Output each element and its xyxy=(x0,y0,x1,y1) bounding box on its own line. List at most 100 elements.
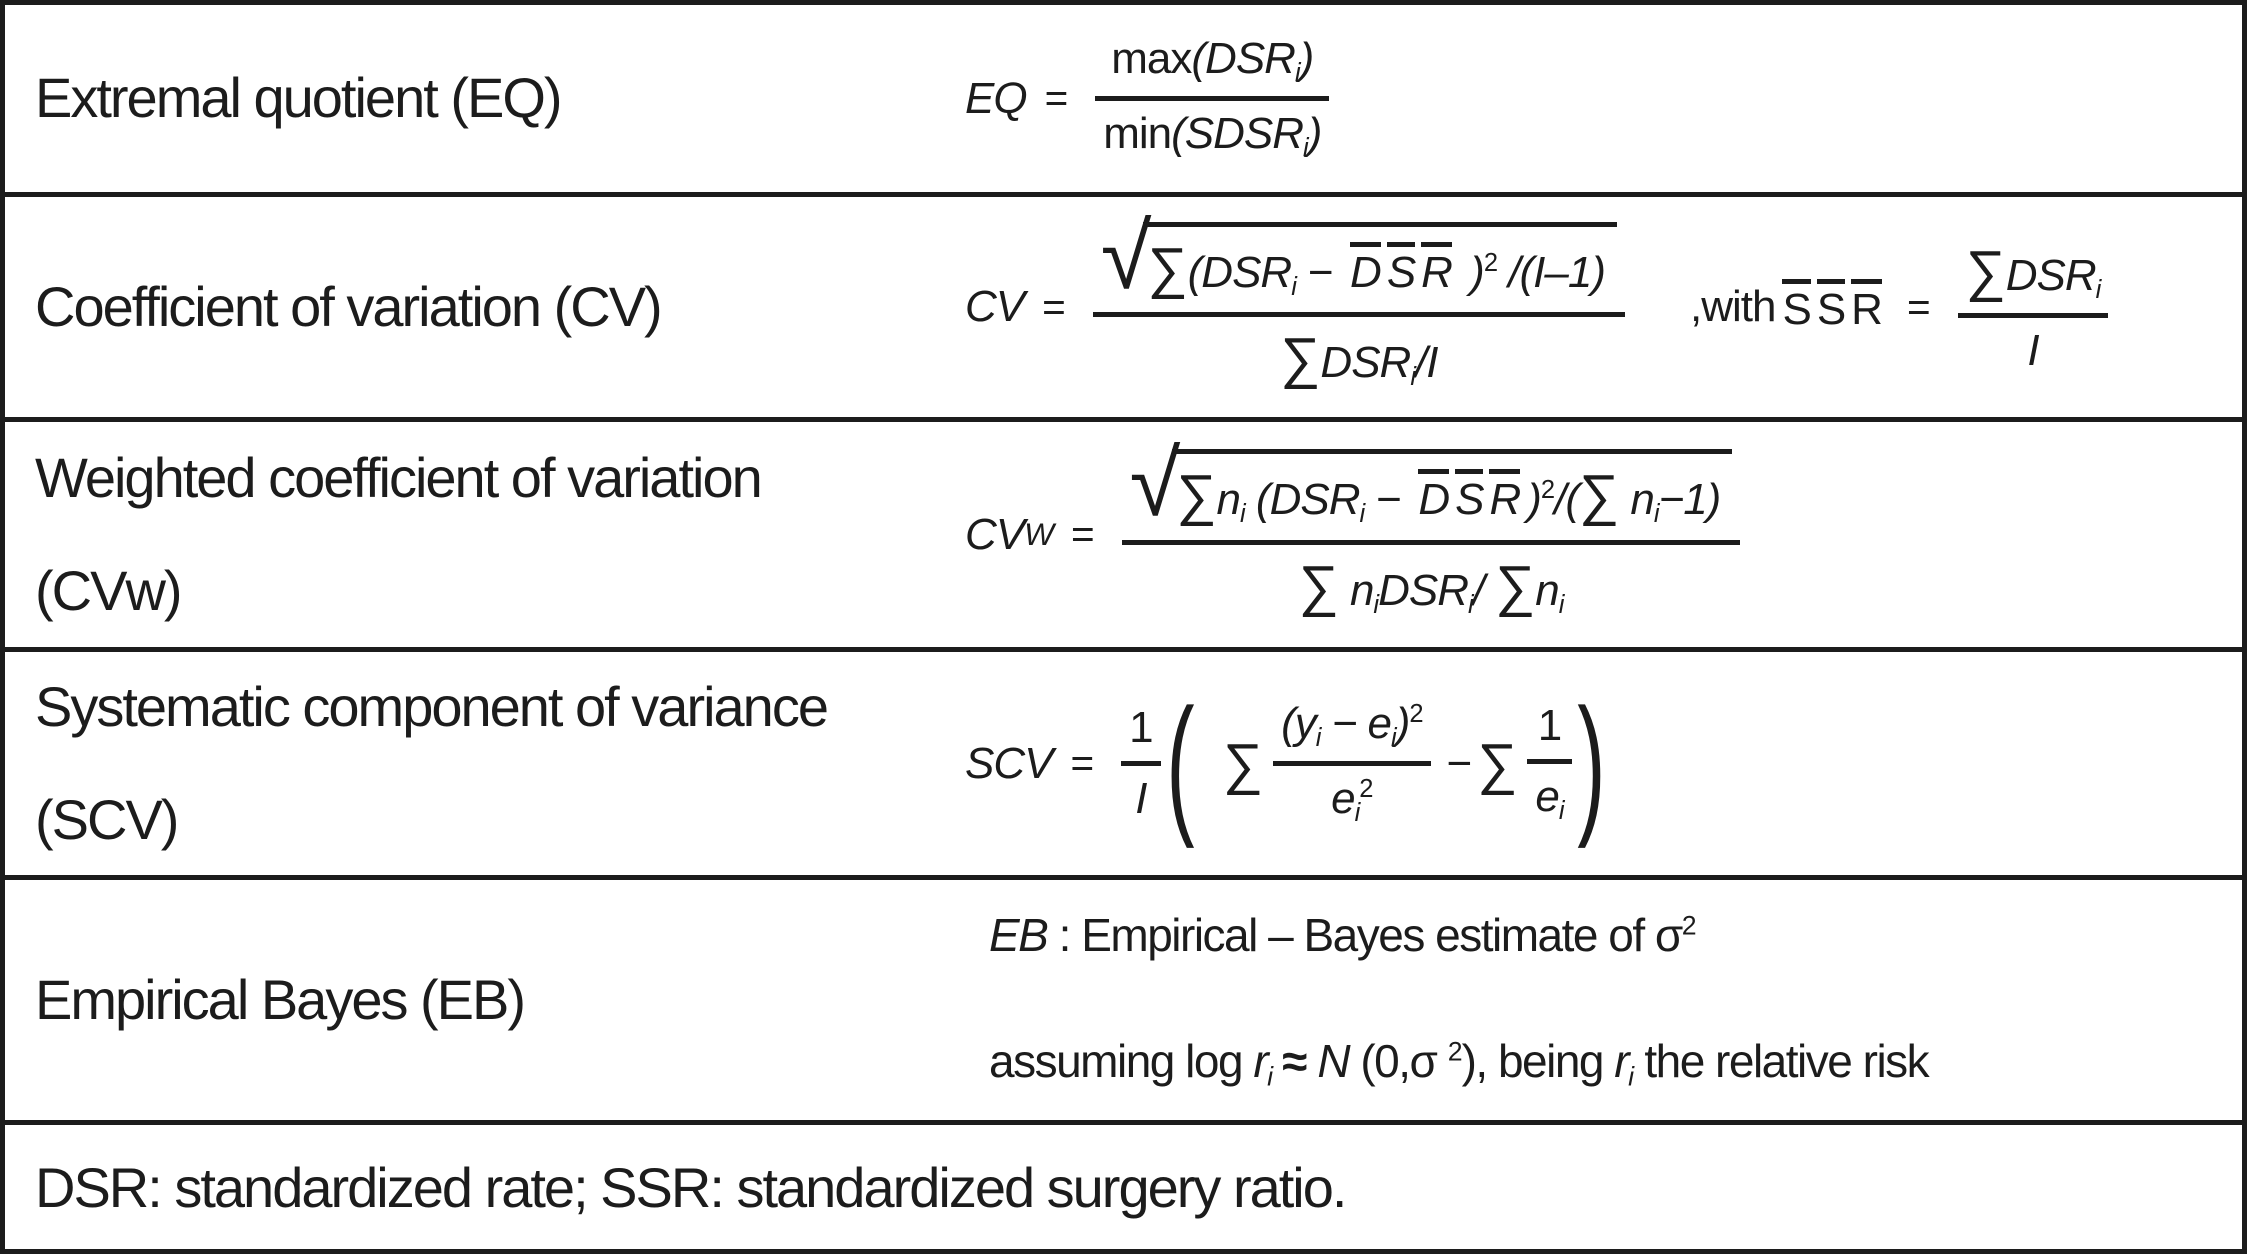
label-text: Empirical Bayes (EB) xyxy=(35,967,526,1031)
formula-token: −1) xyxy=(1658,475,1722,525)
table-row-eb: Empirical Bayes (EB) EB : Empirical – Ba… xyxy=(5,880,2242,1125)
formula-token: N xyxy=(1317,1034,1350,1087)
subscript: i xyxy=(1240,500,1246,529)
sigma-sum: ∑ xyxy=(1222,732,1264,795)
sigma-sum: ∑ xyxy=(1477,732,1518,795)
formula-token: (0,σ xyxy=(1349,1034,1448,1087)
formula-token: (DSR xyxy=(1191,33,1296,83)
formula-lhs: CV xyxy=(965,509,1025,559)
with-text: ,with xyxy=(1689,282,1776,331)
row-label-scv: Systematic component of variance (SCV) xyxy=(5,652,965,875)
minus-sign: − xyxy=(1295,247,1344,297)
overbar-letter: R xyxy=(1489,469,1521,523)
sigma-sum: ∑ xyxy=(1965,238,2006,302)
subscript: i xyxy=(1359,500,1365,529)
subscript: i xyxy=(1315,724,1322,752)
table-row-cv: Coefficient of variation (CV) CV = √ ∑(D… xyxy=(5,197,2242,422)
formula-lhs: SCV xyxy=(965,738,1053,788)
fraction-bar xyxy=(1527,758,1572,764)
eb-line-1: EB : Empirical – Bayes estimate of σ2 xyxy=(989,908,2242,962)
table-footnote: DSR: standardized rate; SSR: standardize… xyxy=(5,1125,2242,1249)
fraction-numerator: (yi − ei)2 xyxy=(1273,699,1430,753)
formula-token: n xyxy=(1535,565,1560,615)
formula-lhs: CV xyxy=(965,282,1025,331)
sigma-sum: ∑ xyxy=(1578,463,1620,527)
formula-token: assuming log xyxy=(989,1034,1254,1087)
minus-sign: − xyxy=(1446,738,1473,788)
formula-token: ) xyxy=(1458,247,1485,297)
overbar-letter: D xyxy=(1350,241,1382,296)
table-row-cvw: Weighted coefficient of variation (CVw) … xyxy=(5,422,2242,652)
eb-line-2: assuming log ri≈N (0,σ 2), being ri the … xyxy=(989,1034,2242,1093)
fraction-numerator: 1 xyxy=(1537,700,1562,750)
formula-token: (DSR xyxy=(1244,475,1361,525)
fraction: ∑DSRi I xyxy=(1957,238,2109,376)
formula-token: / xyxy=(1472,565,1496,615)
formula-token: EB xyxy=(989,908,1049,961)
fraction-numerator: ∑DSRi xyxy=(1958,238,2109,305)
overbar-letter: S xyxy=(1782,279,1812,333)
formula-token: n xyxy=(1338,565,1374,615)
row-label-cv: Coefficient of variation (CV) xyxy=(5,197,965,417)
formula-token: max xyxy=(1111,33,1192,83)
subscript: i xyxy=(1267,1061,1273,1092)
formula-token: (y xyxy=(1281,698,1317,748)
formula-token: ) xyxy=(1307,109,1323,158)
formula-lhs: EQ xyxy=(965,73,1028,123)
fraction: max(DSRi) min(SDSRi) xyxy=(1095,34,1330,163)
equals-sign: = xyxy=(1906,283,1931,330)
equals-sign: = xyxy=(1070,740,1094,786)
row-formula-eq: EQ = max(DSRi) min(SDSRi) xyxy=(965,5,2242,192)
subscript: i xyxy=(1653,500,1660,529)
approx-sign: ≈ xyxy=(1282,1034,1308,1087)
fraction-numerator: max(DSRi) xyxy=(1103,34,1321,88)
fraction-bar xyxy=(1121,539,1741,545)
subscript: i xyxy=(1294,59,1301,87)
subscript: i xyxy=(1303,134,1309,163)
formula-token: ) xyxy=(1527,475,1542,525)
formula-token: ) xyxy=(1299,33,1315,83)
lhs-subscript: W xyxy=(1024,516,1054,552)
fraction-denominator: ei xyxy=(1527,772,1571,826)
minus-sign: − xyxy=(1364,475,1412,525)
fraction-numerator: 1 xyxy=(1129,703,1153,752)
overbar-letter: D xyxy=(1418,469,1450,523)
subscript: i xyxy=(1628,1061,1634,1092)
formula-token: r xyxy=(1614,1034,1629,1087)
fraction-denominator: min(SDSRi) xyxy=(1095,109,1329,163)
formula-token: DSR xyxy=(1320,338,1411,387)
superscript: 2 xyxy=(1483,249,1498,278)
label-text: Systematic component of variance xyxy=(35,675,829,739)
formula-token: n xyxy=(1216,475,1242,525)
formula-token: e xyxy=(1535,771,1560,821)
equals-sign: = xyxy=(1071,511,1095,557)
formula-token: n xyxy=(1619,475,1654,525)
subscript: i xyxy=(1410,363,1416,392)
fraction-bar xyxy=(1273,761,1431,766)
superscript: 2 xyxy=(1681,910,1697,941)
fraction-denominator: I xyxy=(1135,774,1147,823)
formula-token: : Empirical – Bayes estimate of xyxy=(1047,908,1655,961)
table-row-eq: Extremal quotient (EQ) EQ = max(DSRi) mi… xyxy=(5,5,2242,197)
fraction-denominator: ∑ niDSRi/ ∑ni xyxy=(1291,553,1572,620)
formula-token: (DSR xyxy=(1187,247,1293,297)
table-row-scv: Systematic component of variance (SCV) S… xyxy=(5,652,2242,880)
subscript: i xyxy=(1291,273,1297,301)
label-text: (SCV) xyxy=(35,787,179,851)
radical-sign: √ xyxy=(1100,203,1152,308)
formula-token: e xyxy=(1331,774,1356,823)
equals-sign: = xyxy=(1042,283,1066,330)
row-label-eb: Empirical Bayes (EB) xyxy=(5,880,965,1120)
formula-token: DSR xyxy=(1378,565,1469,615)
formula-token: /( xyxy=(1554,475,1580,525)
footnote-text: DSR: standardized rate; SSR: standardize… xyxy=(35,1155,1347,1219)
